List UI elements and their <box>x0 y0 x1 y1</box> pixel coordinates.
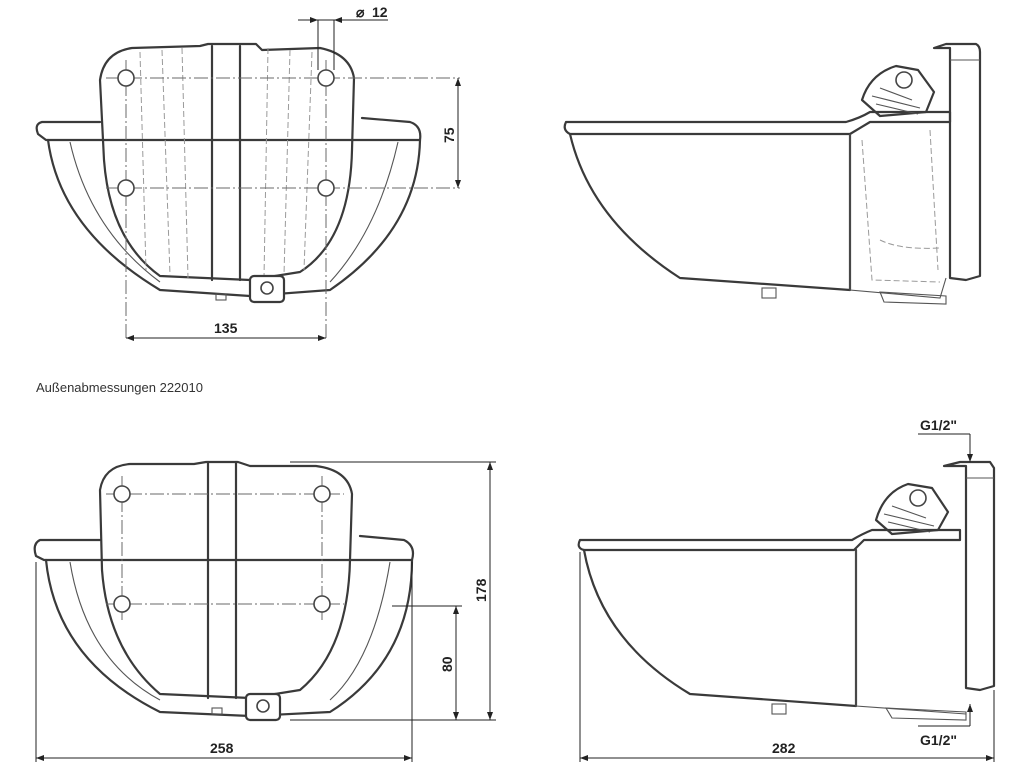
rear-view-top-left <box>35 17 461 341</box>
caption: Außenabmessungen 222010 <box>36 380 203 395</box>
diameter-symbol: ⌀ <box>356 4 365 20</box>
mounting-hole <box>317 69 335 87</box>
mounting-hole <box>313 485 331 503</box>
dimension-height: 178 <box>473 578 489 602</box>
label-inlet-thread-top: G1/2" <box>920 417 957 433</box>
dimension-width: 258 <box>210 740 234 756</box>
dimension-hole-vertical-spacing: 75 <box>441 127 457 143</box>
dimension-hole-horizontal-spacing: 135 <box>214 320 238 336</box>
mounting-hole <box>117 69 135 87</box>
dimension-depth: 282 <box>772 740 796 756</box>
mounting-hole <box>117 179 135 197</box>
mounting-hole <box>113 595 131 613</box>
label-inlet-thread-bottom: G1/2" <box>920 732 957 748</box>
rear-view-bottom-left <box>33 460 496 762</box>
side-view-top-right <box>563 42 982 305</box>
mounting-hole <box>317 179 335 197</box>
side-view-bottom-right <box>577 433 996 762</box>
mounting-hole <box>313 595 331 613</box>
mounting-hole <box>113 485 131 503</box>
dimension-hole-diameter: 12 <box>372 4 388 20</box>
dimension-outlet-height: 80 <box>439 656 455 672</box>
